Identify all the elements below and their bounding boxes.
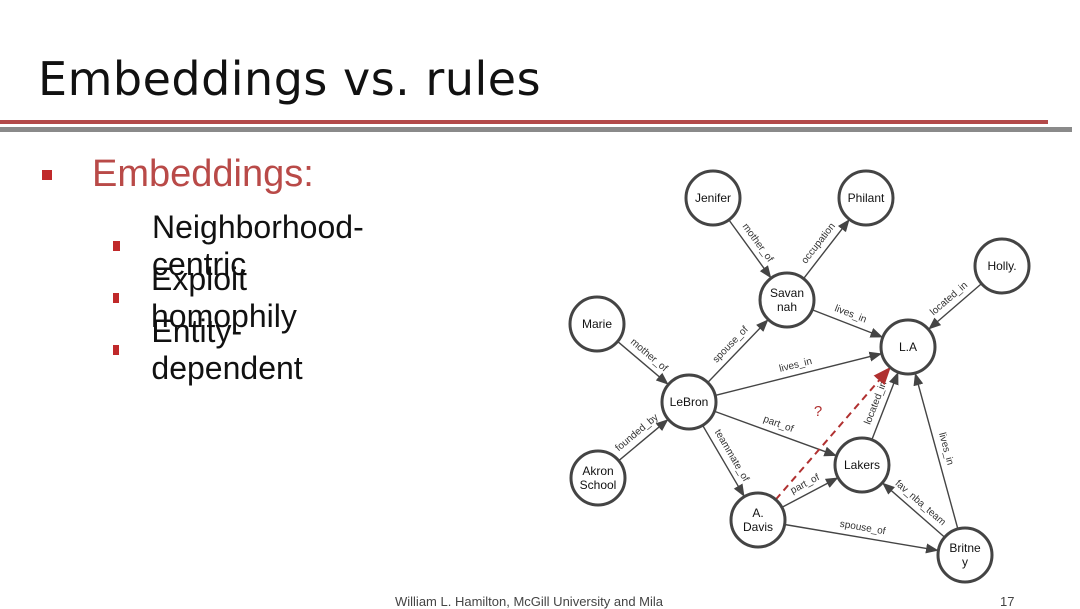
sub-bullet: Neighborhood-centric — [113, 209, 367, 283]
node-label: Davis — [743, 520, 773, 534]
bullet-square-icon — [42, 169, 52, 180]
graph-node-la: L.A — [879, 318, 937, 376]
title-underline-red — [0, 120, 1048, 124]
edge-label: lives_in — [833, 303, 868, 325]
graph-node-marie: Marie — [568, 295, 626, 353]
node-label: nah — [777, 300, 797, 314]
sub-bullet-label: Entity-dependent — [151, 313, 303, 386]
node-label: A. — [752, 506, 763, 520]
graph-edge-davis-lakers: part_of — [781, 472, 839, 508]
query-edge-label: ? — [814, 403, 822, 420]
graph-node-philant: Philant — [837, 169, 895, 227]
bullet-square-icon — [113, 345, 120, 355]
sub-bullet: Exploit homophily — [113, 261, 301, 335]
graph-edge-marie-lebron: mother_of — [617, 337, 670, 385]
node-label: Britne — [949, 541, 981, 555]
node-label: Savan — [770, 286, 804, 300]
node-label: Holly. — [987, 259, 1016, 273]
graph-node-holly: Holly. — [973, 237, 1031, 295]
node-label: Lakers — [844, 458, 880, 472]
edge-label: founded_by — [613, 412, 660, 454]
edge-label: part_of — [762, 414, 795, 435]
query-edge: ? — [774, 366, 891, 501]
bullet-square-icon — [113, 293, 119, 303]
graph-node-lebron: LeBron — [660, 373, 718, 431]
edge-arrow-line — [617, 340, 669, 385]
node-label: LeBron — [670, 395, 709, 409]
graph-edge-savannah-philant: occupation — [800, 219, 850, 280]
graph-node-lakers: Lakers — [833, 436, 891, 494]
title-underline-gray — [0, 127, 1072, 132]
edge-label: fav_nba_team — [893, 478, 948, 528]
sub-bullet-label: Neighborhood-centric — [152, 209, 364, 282]
bullet-embeddings: Embeddings: — [42, 153, 314, 196]
edge-arrow-line — [707, 319, 769, 384]
page-number: 17 — [1000, 594, 1015, 609]
node-circle — [758, 271, 816, 329]
node-label: Jenifer — [695, 191, 731, 205]
edge-arrow-line — [913, 372, 959, 530]
edge-arrow-line — [618, 419, 669, 462]
node-circle — [660, 373, 718, 431]
graph-edge-jenifer-savannah: mother_of — [728, 219, 775, 279]
edge-arrow-line — [702, 424, 745, 497]
graph-node-davis: A.Davis — [729, 491, 787, 549]
node-label: Marie — [582, 317, 612, 331]
query-edge-dashed-line — [774, 366, 891, 501]
node-circle — [837, 169, 895, 227]
node-circle — [936, 526, 994, 584]
bullet-label-level1: Embeddings: — [92, 153, 314, 195]
graph-edge-lebron-savannah: spouse_of — [707, 319, 769, 384]
node-label: y — [962, 555, 968, 569]
node-circle — [879, 318, 937, 376]
edge-arrow-line — [714, 410, 837, 457]
edge-arrow-line — [871, 371, 899, 441]
graph-edge-savannah-la: lives_in — [811, 303, 884, 338]
node-circle — [973, 237, 1031, 295]
edge-label: part_of — [789, 472, 822, 496]
node-label: School — [580, 478, 617, 492]
node-label: Akron — [582, 464, 613, 478]
edge-arrow-line — [728, 219, 772, 279]
bullet-square-icon — [113, 241, 121, 251]
graph-edge-holly-la: located_in — [928, 280, 983, 330]
slide-title: Embeddings vs. rules — [38, 52, 542, 106]
graph-node-jenifer: Jenifer — [684, 169, 742, 227]
node-circle — [568, 295, 626, 353]
edge-arrow-line — [781, 477, 839, 508]
edge-arrow-line — [802, 219, 850, 280]
edge-arrow-line — [715, 351, 883, 397]
graph-edge-britney-lakers: fav_nba_team — [882, 478, 948, 538]
sub-bullet: Entity-dependent — [113, 313, 306, 387]
graph-edge-lebron-la: lives_in — [715, 351, 883, 397]
edge-arrow-line — [882, 482, 946, 538]
graph-edge-davis-britney: spouse_of — [784, 519, 939, 554]
node-circle — [833, 436, 891, 494]
edge-arrow-line — [811, 309, 884, 338]
node-circle — [569, 449, 627, 507]
graph-edge-akron-lebron: founded_by — [613, 412, 669, 462]
node-label: L.A — [899, 340, 917, 354]
graph-edge-lakers-la: located_in — [863, 371, 899, 441]
node-circle — [729, 491, 787, 549]
edge-arrow-line — [784, 523, 939, 554]
node-circle — [684, 169, 742, 227]
edge-arrow-line — [928, 283, 983, 330]
graph-edge-lebron-davis: teammate_of — [702, 424, 751, 497]
sub-bullet-label: Exploit homophily — [150, 261, 297, 334]
footer-credit: William L. Hamilton, McGill University a… — [395, 594, 663, 609]
edge-label: located_in — [863, 380, 890, 426]
node-label: Philant — [848, 191, 885, 205]
